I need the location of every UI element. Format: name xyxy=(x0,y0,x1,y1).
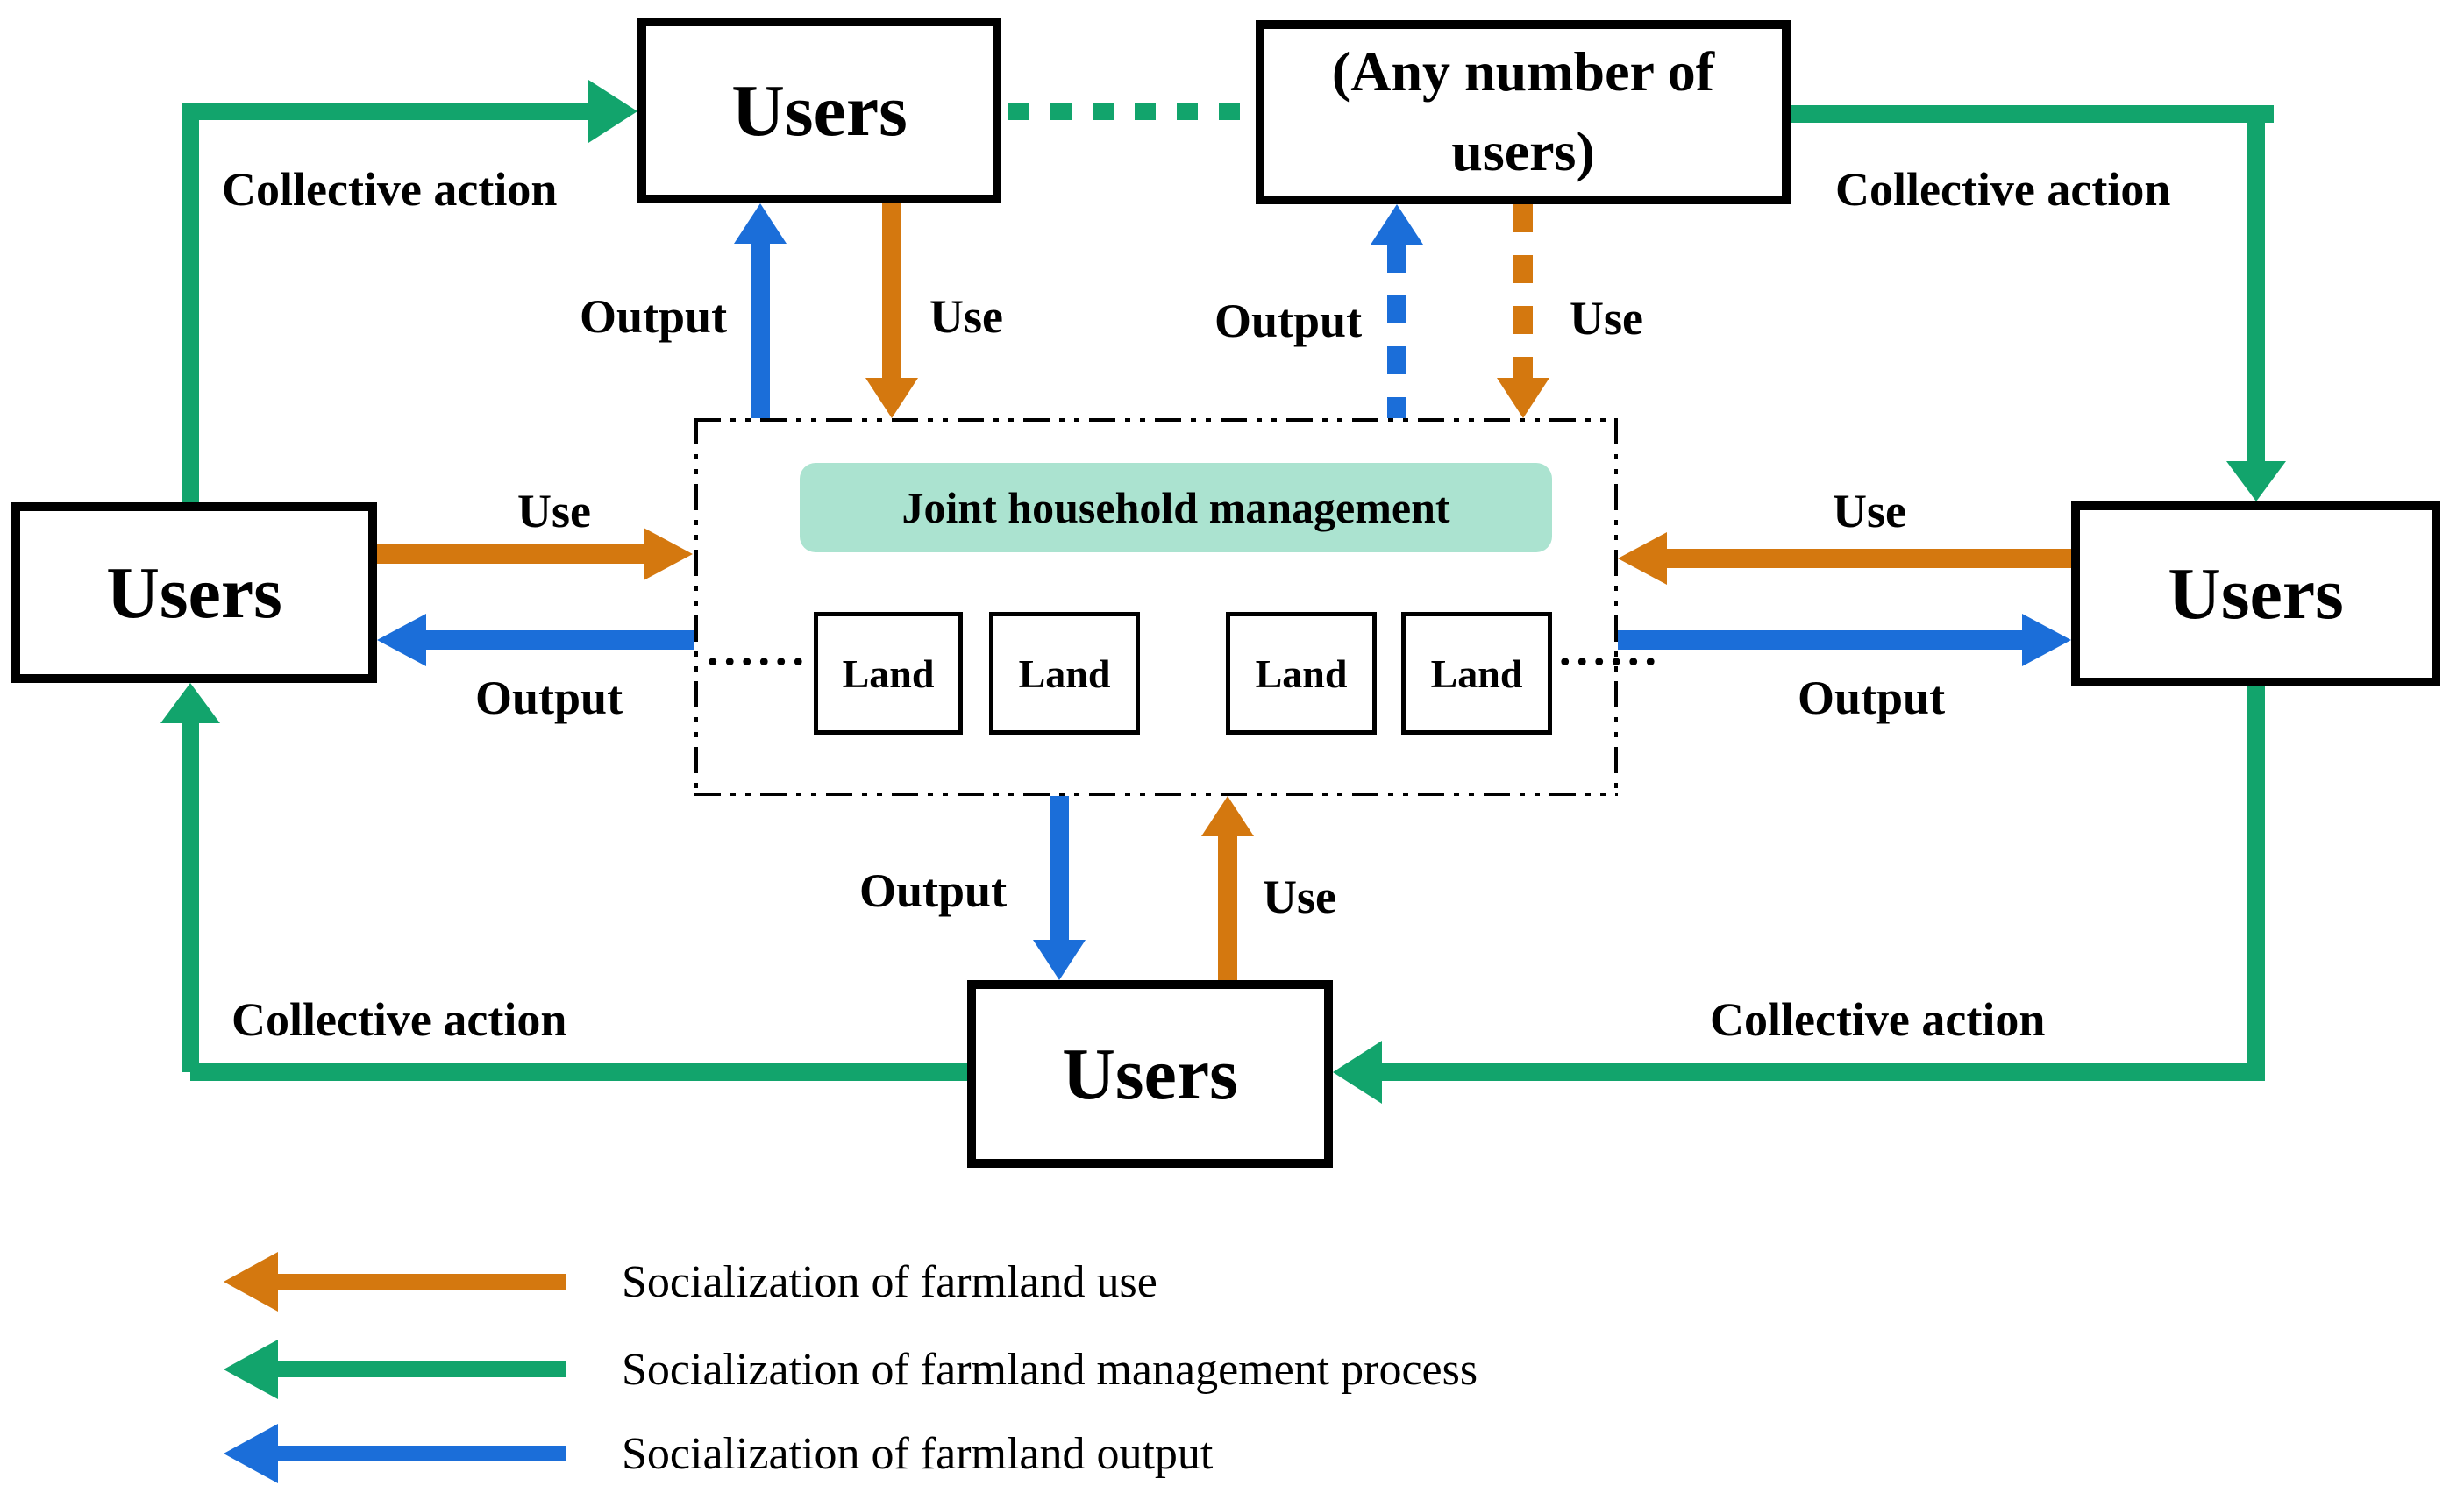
use-dashed-arrow-top-right-shaft xyxy=(1513,204,1533,378)
land-ellipsis-left: ...... xyxy=(707,622,809,675)
users-box-right: Users xyxy=(2071,501,2440,686)
users-label: Users xyxy=(731,69,908,152)
use-arrow-right-shaft xyxy=(1667,549,2071,568)
output-label-top-center: Output xyxy=(580,290,728,343)
collective-action-arrowhead-into-right-users xyxy=(2226,461,2286,501)
collective-action-line-top-left-horizontal xyxy=(182,103,588,120)
legend-item-farmland-management: Socialization of farmland management pro… xyxy=(224,1339,1478,1400)
management-zone-border-right xyxy=(1614,418,1618,796)
output-label-top-right: Output xyxy=(1214,295,1363,347)
users-box-bottom: Users xyxy=(967,980,1333,1168)
users-label: Users xyxy=(1062,1033,1238,1115)
land-box-4: Land xyxy=(1401,612,1552,735)
collective-action-line-top-right-horizontal xyxy=(1789,105,2274,123)
output-arrow-top-center-head xyxy=(734,203,787,244)
land-label: Land xyxy=(1255,651,1348,696)
users-label: Users xyxy=(106,551,282,634)
use-arrow-left-head xyxy=(644,528,693,580)
any-number-of-users-box: (Any number of users) xyxy=(1256,20,1791,204)
management-zone-border-left xyxy=(694,418,698,796)
collective-action-label-top-left: Collective action xyxy=(222,163,558,216)
land-box-1: Land xyxy=(814,612,963,735)
output-dashed-arrow-top-right-shaft xyxy=(1387,245,1406,418)
management-zone-border-bottom xyxy=(694,793,1618,796)
use-arrow-left-shaft xyxy=(377,544,644,564)
output-arrow-right-head xyxy=(2022,614,2071,666)
use-arrow-top-center-shaft xyxy=(882,203,901,378)
use-label-left: Use xyxy=(517,485,591,537)
use-arrow-bottom-head xyxy=(1201,796,1254,836)
output-arrow-left-shaft xyxy=(426,630,694,650)
legend-arrow-green-head xyxy=(224,1340,278,1399)
legend-arrow-green-shaft xyxy=(276,1361,566,1377)
collective-action-arrowhead-into-top-users xyxy=(588,80,637,143)
legend-item-farmland-output: Socialization of farmland output xyxy=(224,1423,1213,1484)
collective-action-label-bottom-left: Collective action xyxy=(231,993,567,1046)
legend-arrow-blue xyxy=(224,1423,567,1484)
output-dashed-arrow-top-right-head xyxy=(1371,204,1423,245)
use-label-bottom: Use xyxy=(1263,871,1336,923)
use-label-right: Use xyxy=(1833,485,1906,537)
output-label-left: Output xyxy=(475,672,623,724)
use-dashed-arrow-top-right-head xyxy=(1497,378,1549,418)
legend-arrow-orange xyxy=(224,1251,567,1312)
collective-action-label-top-right: Collective action xyxy=(1835,163,2171,216)
collective-action-line-bottom-left-vertical xyxy=(182,723,199,1072)
land-box-3: Land xyxy=(1226,612,1377,735)
any-number-of-users-label: (Any number of users) xyxy=(1331,40,1715,182)
collective-action-line-bottom-right-vertical xyxy=(2247,686,2265,1065)
output-label-bottom: Output xyxy=(859,864,1008,917)
use-arrow-right-head xyxy=(1618,532,1667,585)
land-label: Land xyxy=(1430,651,1523,696)
output-arrow-top-center-shaft xyxy=(751,244,770,418)
legend-arrow-orange-head xyxy=(224,1252,278,1312)
management-zone-border-top xyxy=(694,418,1618,422)
output-arrow-bottom-shaft xyxy=(1050,796,1069,940)
users-box-top: Users xyxy=(637,18,1001,203)
collective-action-arrowhead-into-bottom-users xyxy=(1333,1041,1382,1104)
use-label-top-center: Use xyxy=(929,290,1003,343)
collective-action-line-top-left-vertical xyxy=(182,103,199,502)
joint-household-management-box: Joint household management xyxy=(800,463,1552,552)
dotted-connector-top-users-to-any-number xyxy=(1008,103,1250,120)
collective-action-label-bottom-right: Collective action xyxy=(1710,993,2046,1046)
land-label: Land xyxy=(1018,651,1111,696)
legend-arrow-green xyxy=(224,1339,567,1400)
output-arrow-left-head xyxy=(377,614,426,666)
land-box-2: Land xyxy=(989,612,1140,735)
land-ellipsis-right: ...... xyxy=(1559,622,1662,675)
collective-action-line-bottom-right-horizontal xyxy=(1382,1063,2265,1081)
users-label: Users xyxy=(2168,553,2344,635)
legend-arrow-blue-shaft xyxy=(276,1446,566,1461)
output-label-right: Output xyxy=(1798,672,1946,724)
users-box-left: Users xyxy=(11,502,377,683)
legend-item-farmland-use: Socialization of farmland use xyxy=(224,1251,1157,1312)
output-arrow-bottom-head xyxy=(1033,940,1086,980)
use-label-top-right: Use xyxy=(1570,292,1643,345)
joint-household-management-label: Joint household management xyxy=(901,483,1450,532)
collective-action-line-bottom-left-horizontal xyxy=(190,1063,967,1081)
land-label: Land xyxy=(842,651,935,696)
legend-label-farmland-management: Socialization of farmland management pro… xyxy=(622,1344,1478,1395)
collective-action-arrowhead-into-left-users xyxy=(160,683,220,723)
legend-arrow-blue-head xyxy=(224,1424,278,1483)
legend-label-farmland-output: Socialization of farmland output xyxy=(622,1428,1214,1479)
output-arrow-right-shaft xyxy=(1618,630,2022,650)
use-arrow-top-center-head xyxy=(865,378,918,418)
collective-action-line-top-right-vertical xyxy=(2247,105,2265,461)
legend-label-farmland-use: Socialization of farmland use xyxy=(622,1256,1157,1307)
use-arrow-bottom-shaft xyxy=(1218,836,1237,980)
legend-arrow-orange-shaft xyxy=(276,1274,566,1290)
